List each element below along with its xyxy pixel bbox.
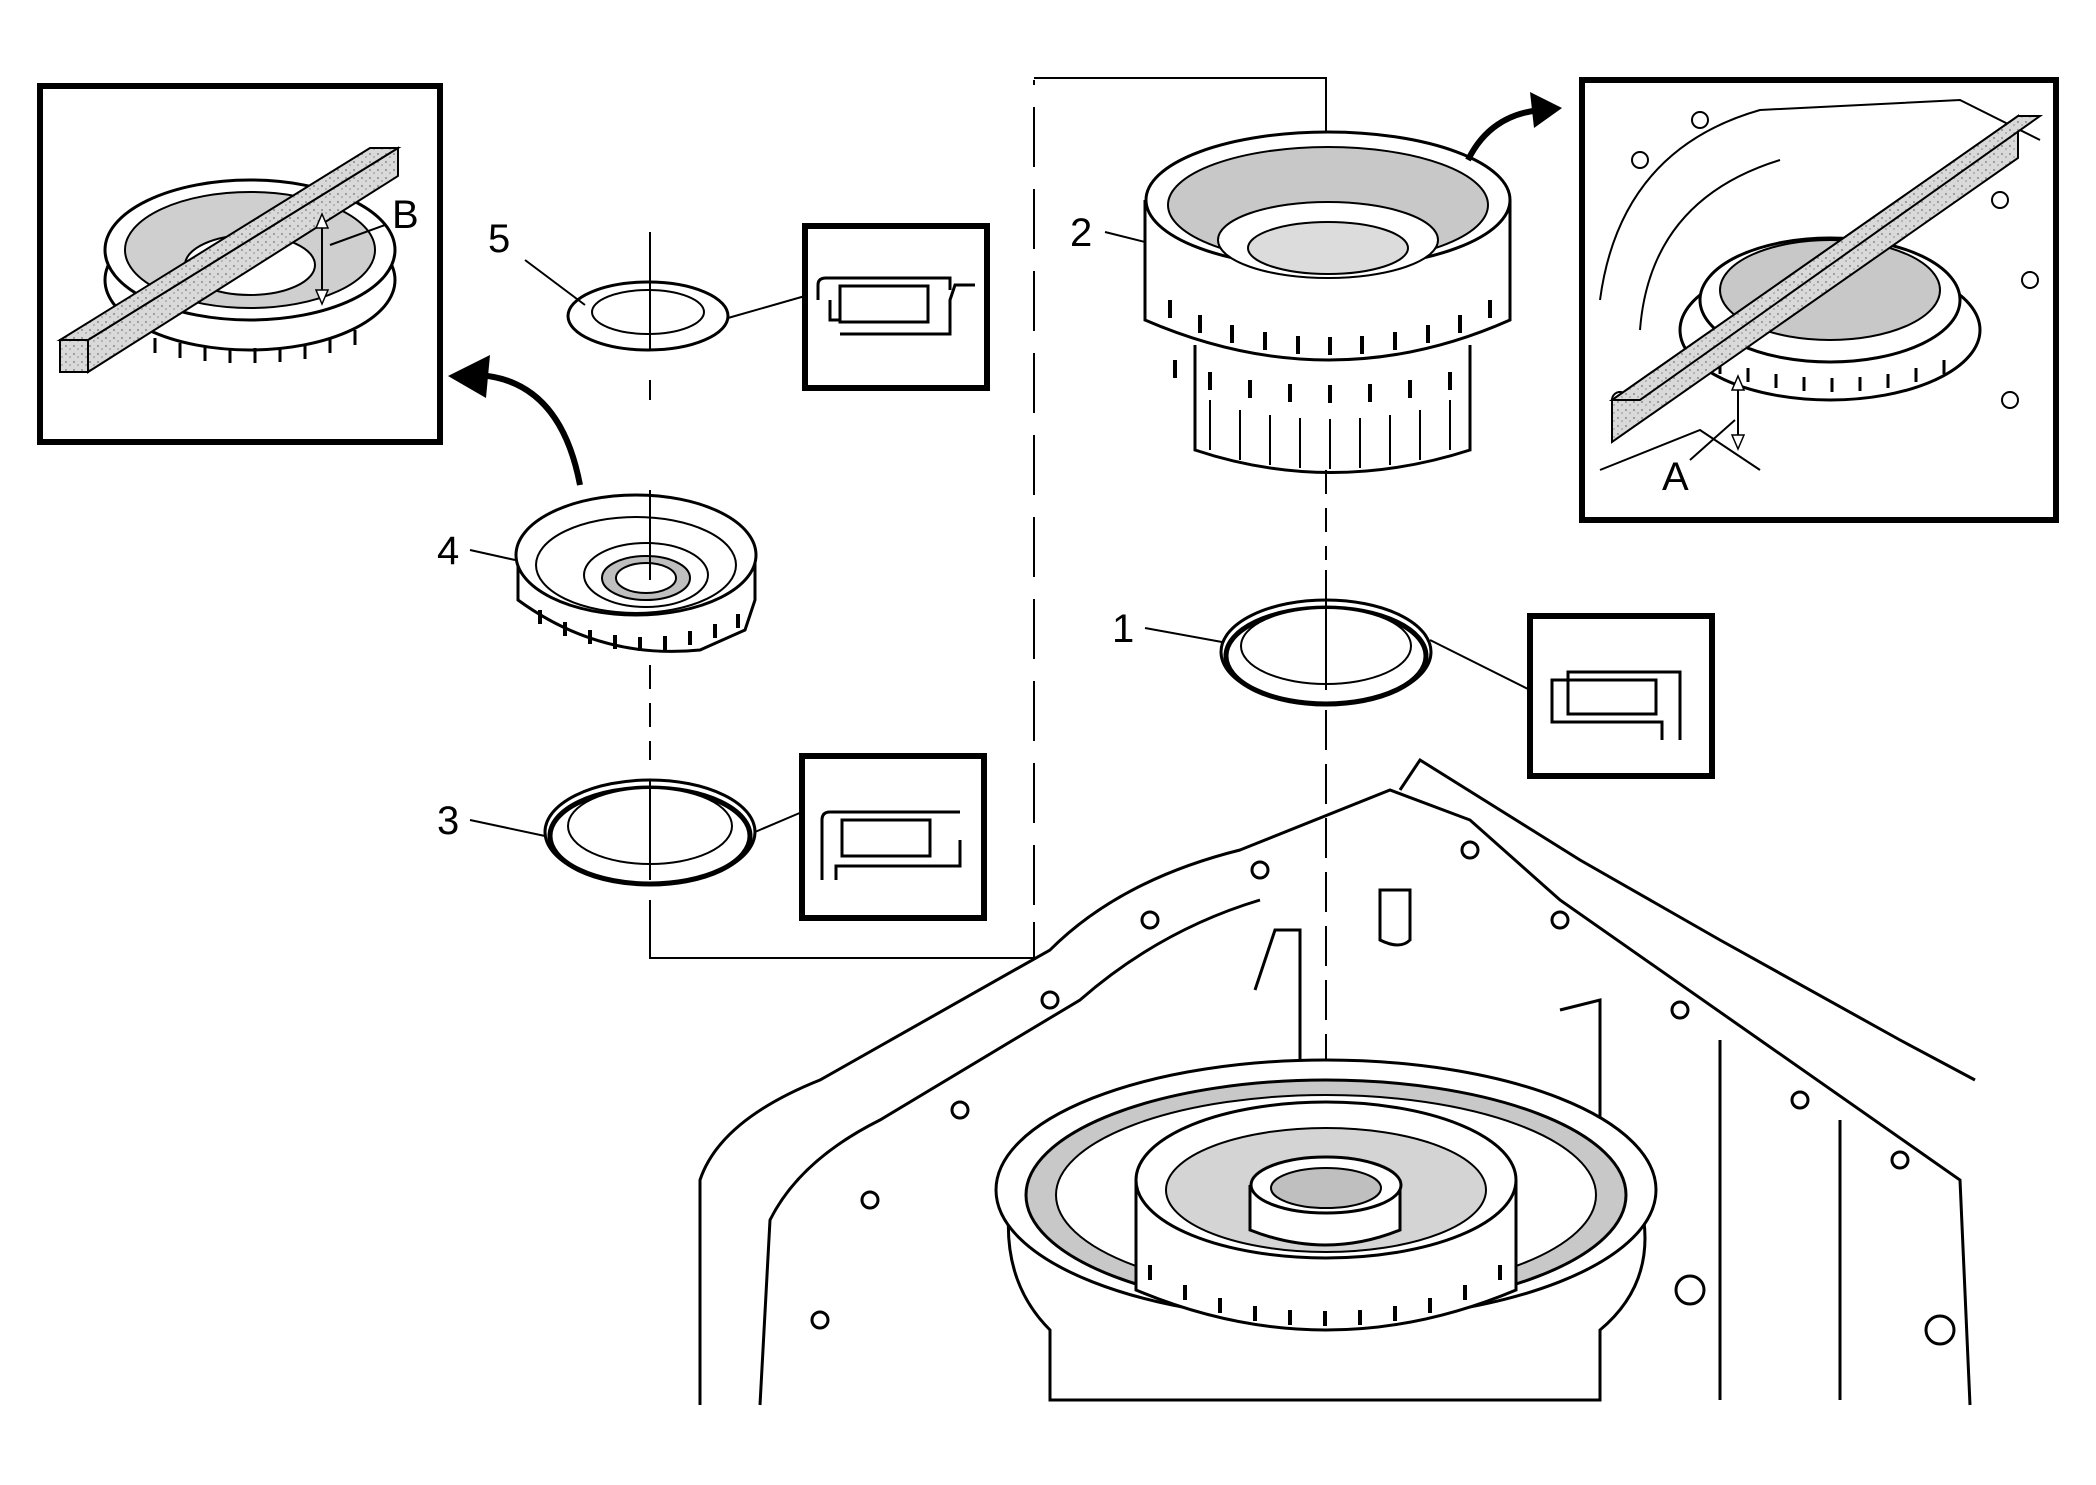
arrow-to-inset-a [1465, 92, 1562, 162]
inset-detail-b [37, 83, 443, 445]
case-clutch-assembly [994, 1058, 1658, 1402]
callout-5-label: 5 [488, 217, 510, 261]
callout-3-label: 3 [437, 799, 459, 843]
leader-5 [524, 259, 586, 306]
inset-washer-5-section [802, 223, 990, 391]
leader-1-inset [1429, 639, 1531, 691]
leader-2 [1104, 231, 1146, 243]
arrow-to-inset-b [448, 355, 583, 486]
callout-1-label: 1 [1112, 607, 1134, 651]
callout-a-label: A [1662, 455, 1689, 499]
inset-detail-a [1579, 77, 2059, 523]
inset-bearing-3-section [799, 753, 987, 921]
inset-bearing-1-section [1527, 613, 1715, 779]
callout-b-label: B [392, 193, 419, 237]
callout-2-label: 2 [1070, 211, 1092, 255]
leader-1 [1144, 627, 1223, 643]
leader-3-inset [754, 811, 803, 833]
callout-4-label: 4 [437, 529, 459, 573]
part-5-thrust-washer [566, 280, 730, 352]
leader-5-inset [727, 295, 806, 319]
leader-4 [469, 549, 516, 561]
part-4-sun-gear-hub [514, 493, 758, 653]
leader-3 [469, 819, 546, 837]
part-2-clutch-housing [1143, 130, 1512, 474]
